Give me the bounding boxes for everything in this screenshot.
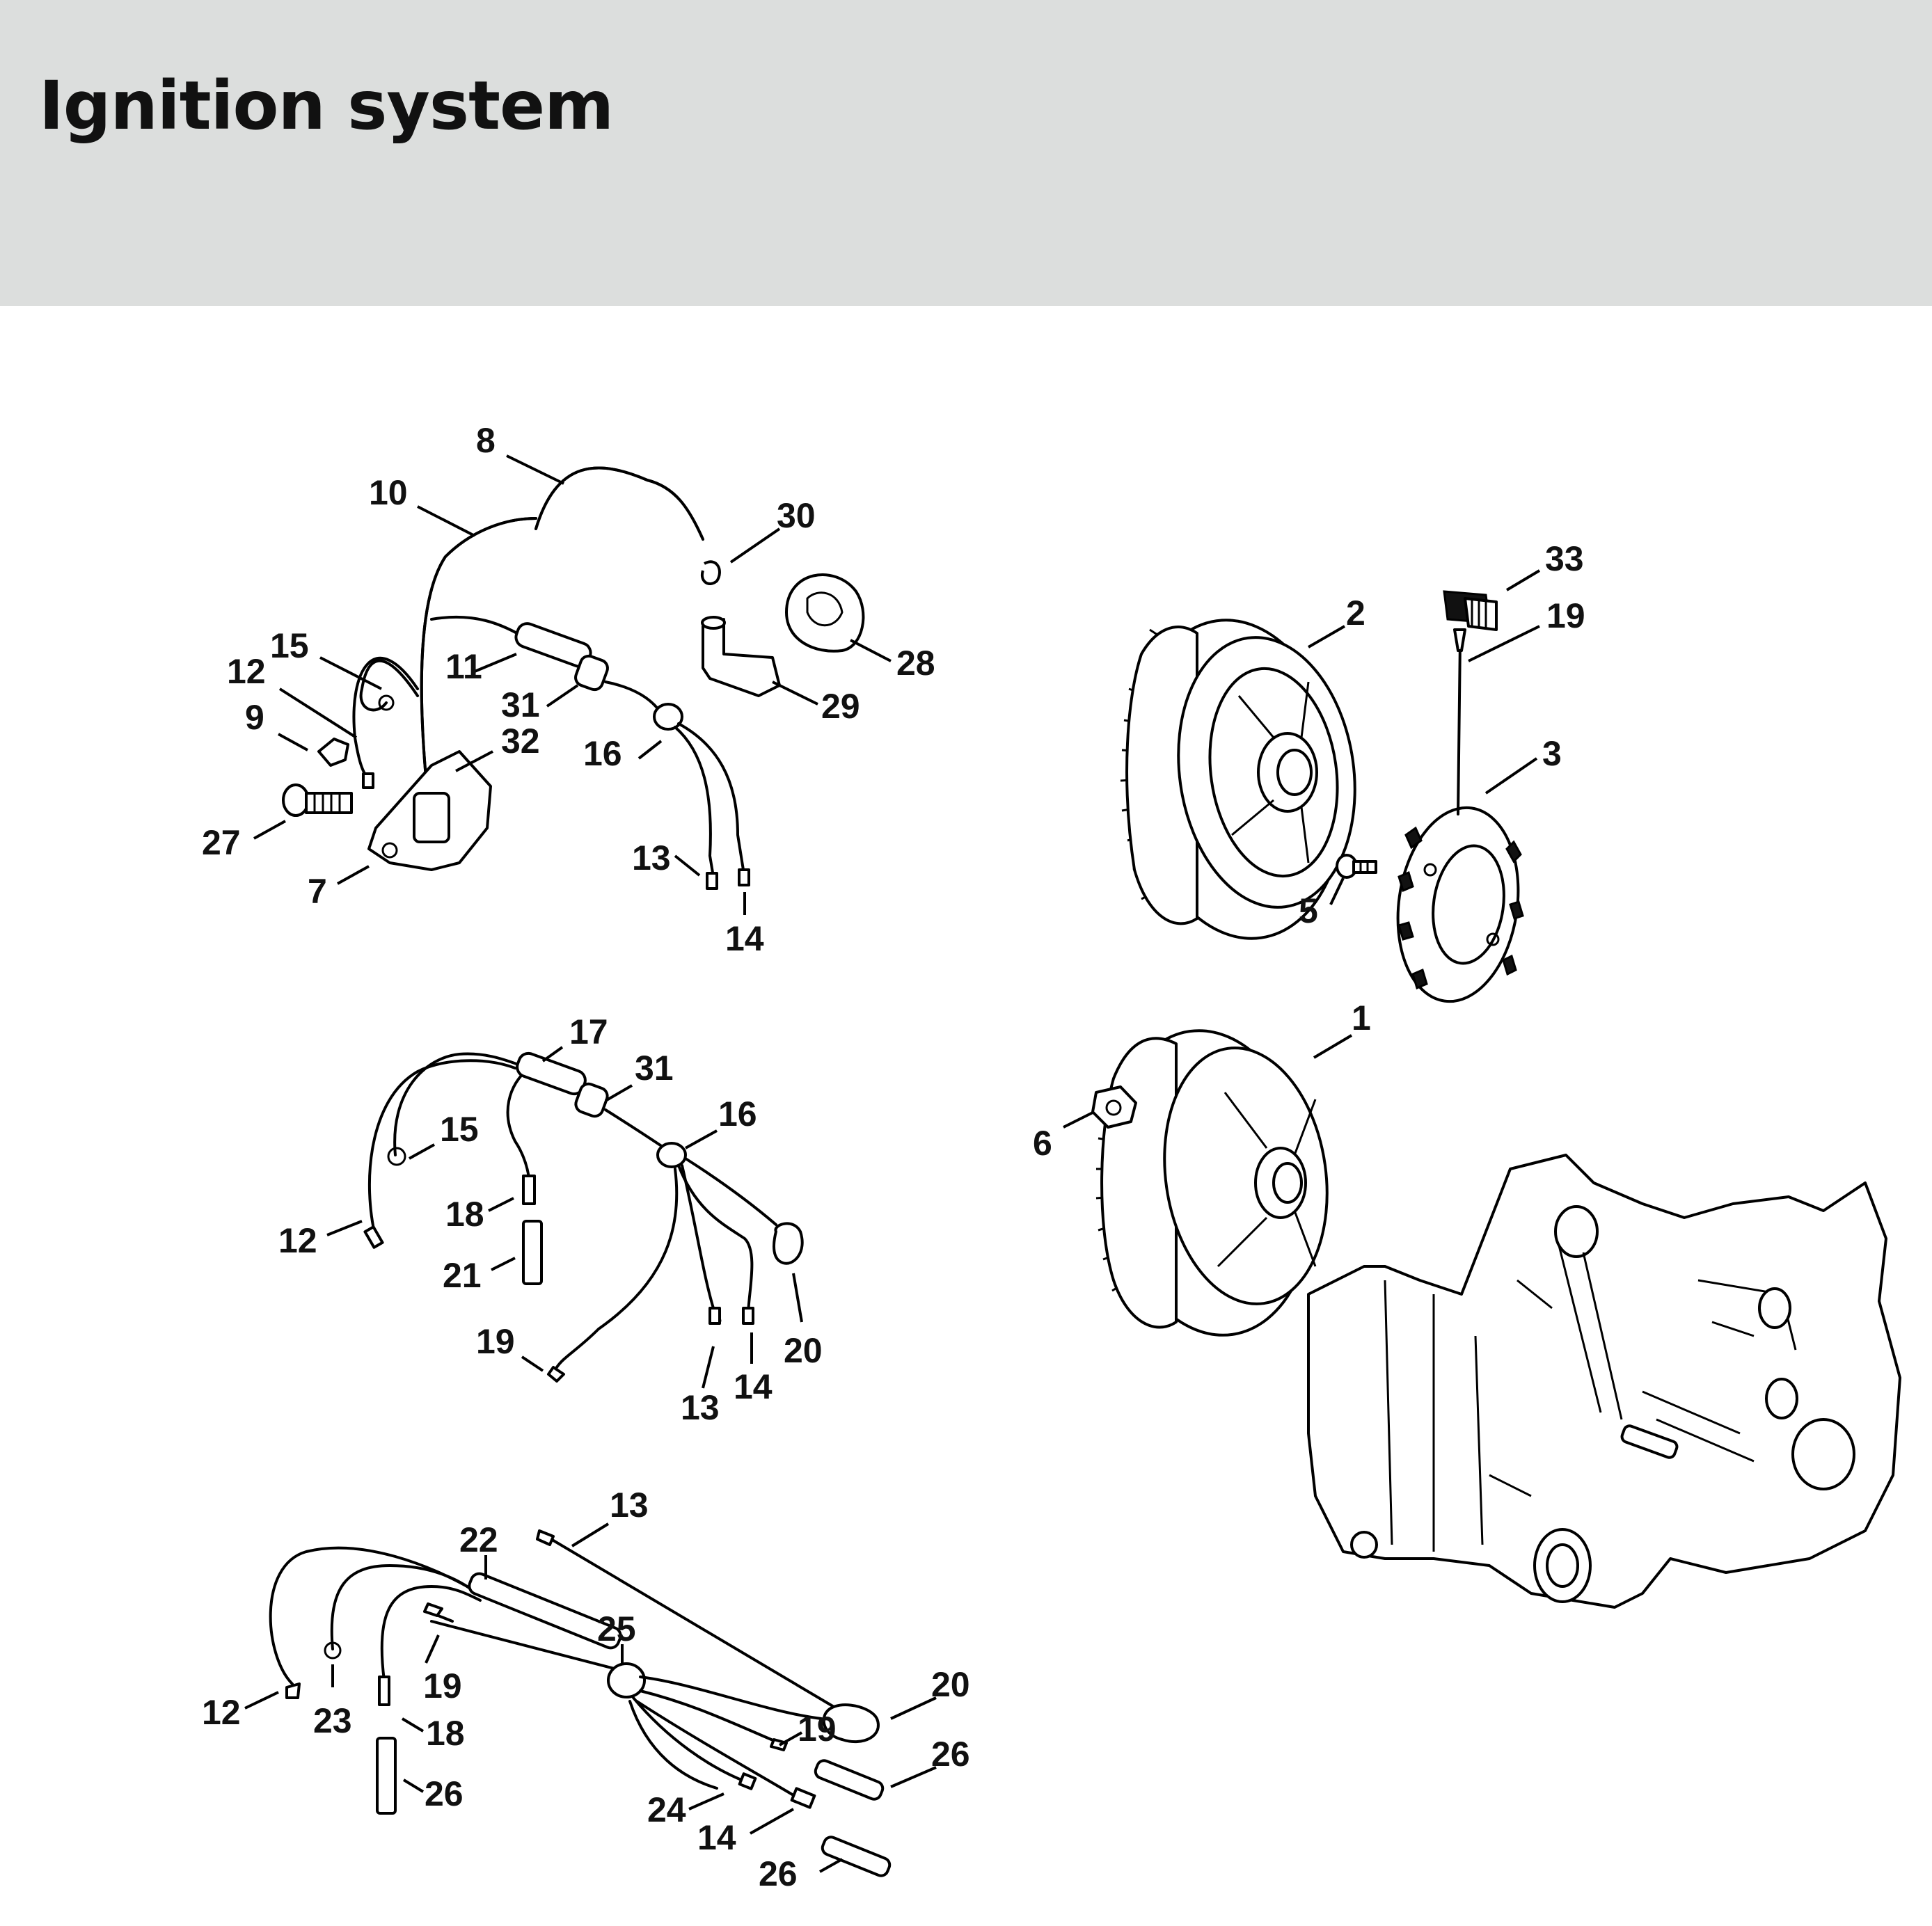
callout-30: 30 [777,496,816,535]
callout-13-g3: 13 [610,1486,649,1525]
callout-31-g2: 31 [635,1049,674,1088]
callout-33: 33 [1545,539,1584,578]
callout-19-g2: 19 [476,1322,515,1361]
harness-sleeve-22 [468,1572,622,1650]
callout-13-g2: 13 [681,1388,720,1427]
sleeve-21 [522,1220,543,1285]
callout-12-g3: 12 [202,1693,241,1732]
callout-7: 7 [308,872,327,911]
callout-13-g1: 13 [632,838,671,877]
stator-3 [1396,806,1524,1003]
probe-wire [1457,639,1462,815]
crankcase [1307,1154,1901,1609]
callout-8: 8 [476,421,496,460]
callout-16-g2: 16 [718,1095,757,1133]
stator-screw [1336,854,1377,879]
callout-14-g2: 14 [734,1367,773,1406]
short-circuit-wire [352,656,419,781]
callout-24: 24 [647,1790,686,1829]
plug-cap [785,573,865,653]
ground-clip [317,738,349,767]
spark-plug-boot [702,618,781,697]
callout-22: 22 [459,1520,498,1559]
callout-20-g3: 20 [931,1665,970,1704]
callout-14-g3: 14 [697,1818,736,1857]
module-screw [282,783,353,817]
callout-18-g3: 18 [426,1714,465,1753]
grommet-16 [653,703,683,731]
sleeve-26-mid [814,1759,885,1801]
callout-6: 6 [1033,1124,1052,1163]
ground-wire [359,659,419,712]
callout-19-g4: 19 [1546,596,1585,635]
page-title: Ignition system [39,67,614,145]
callout-26-g3a: 26 [931,1735,970,1774]
callout-32: 32 [501,722,540,761]
header-banner: Ignition system [0,0,1932,306]
callout-12: 12 [227,652,266,691]
callout-21: 21 [443,1256,482,1295]
callout-5: 5 [1299,891,1318,930]
grommet-25 [607,1662,646,1698]
sleeve-26-left [376,1737,397,1815]
connector-33 [1443,590,1498,631]
callout-29: 29 [821,687,860,726]
callout-9: 9 [245,698,264,737]
flywheel-2 [1120,619,1356,940]
callout-26-g3b: 26 [425,1774,464,1813]
callout-28: 28 [896,644,935,683]
callout-16: 16 [583,734,622,773]
callout-23: 23 [313,1701,352,1740]
callout-15: 15 [270,626,309,665]
callout-15-g2: 15 [440,1110,479,1149]
wiring-harness-group-3 [269,1529,892,1877]
callout-17: 17 [569,1012,608,1051]
callout-2: 2 [1346,594,1365,632]
callout-1: 1 [1352,998,1371,1037]
callout-3: 3 [1542,734,1562,773]
callout-25: 25 [597,1609,636,1648]
ignition-module-group [282,466,865,890]
callout-19-g3b: 19 [798,1710,837,1749]
leg-spring [700,560,721,585]
wiring-harness [430,615,530,642]
flywheel-1 [1095,1029,1329,1337]
sleeve-26-bottom [821,1836,892,1877]
callout-11: 11 [445,647,482,686]
grommet-31 [574,654,609,692]
callout-12-g2: 12 [278,1221,317,1260]
flywheel-stator-group [1091,590,1901,1609]
callout-20-g2: 20 [784,1331,823,1370]
wiring-harness-group-2 [363,1051,804,1383]
callout-26-g3c: 26 [759,1854,798,1893]
callout-14-g1: 14 [725,919,764,958]
callout-19-g3a: 19 [423,1666,462,1705]
callout-27: 27 [202,823,241,862]
callout-31: 31 [501,685,540,724]
ignition-lead [535,466,704,541]
callout-10: 10 [369,473,408,512]
callout-18-g2: 18 [445,1195,484,1234]
